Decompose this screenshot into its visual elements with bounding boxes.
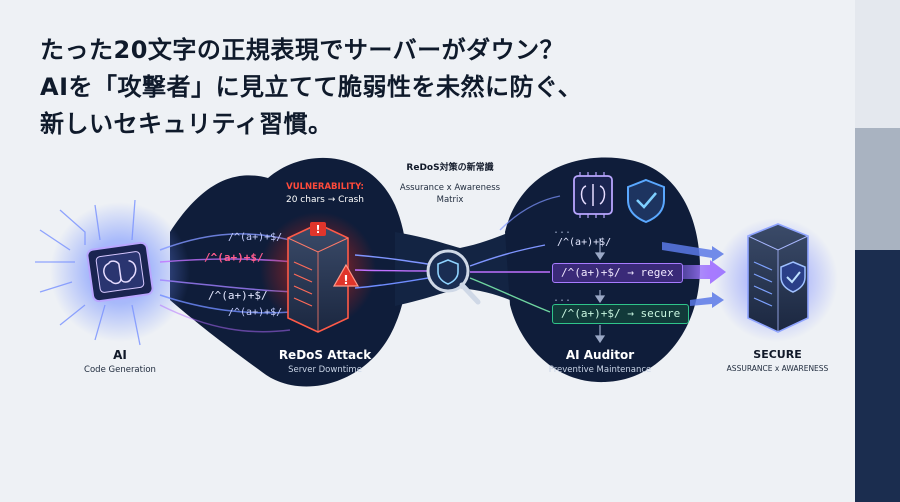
auditor-dots-2: ... [553, 293, 572, 304]
auditor-title: AI Auditor [565, 348, 635, 362]
headline-line-1: たった20文字の正規表現でサーバーがダウン？ [40, 36, 565, 64]
vulnerability-badge-title: VULNERABILITY: [286, 182, 364, 192]
regex-snippet-3: /^(a+)+$/ [208, 289, 268, 302]
vulnerability-badge-text: 20 chars → Crash [285, 195, 365, 205]
side-bar-light [855, 0, 900, 128]
regex-snippet-4: /^(a+)+$/ [228, 307, 283, 318]
ai-subtitle: Code Generation [84, 365, 156, 375]
secure-pill: /^(a+)+$/ → secure [552, 304, 690, 324]
regex-snippet-2: /^(a+)+$/ [204, 251, 264, 264]
attack-subtitle: Server Downtime [288, 365, 362, 375]
secure-server-icon [747, 223, 809, 333]
streams-left [159, 233, 296, 333]
auditor-subtitle: Preventive Maintenance [548, 365, 652, 375]
svg-text:!: ! [343, 273, 348, 287]
auditor-chip-icon [573, 172, 613, 218]
regex-pill: /^(a+)+$/ → regex [552, 263, 683, 283]
side-bar-navy [855, 250, 900, 502]
server-icon: ! [287, 222, 349, 333]
auditor-arrows [594, 238, 606, 344]
magnifier-shield-icon [426, 249, 481, 305]
warning-icon: ! [332, 263, 360, 287]
headline-line-3: 新しいセキュリティ習慣。 [40, 110, 333, 138]
side-bar-gray [855, 128, 900, 250]
streams-right [469, 195, 561, 313]
auditor-regex-top: /^(a+)+$/ [557, 237, 612, 248]
matrix-subtitle-line1: Assurance x Awareness [399, 183, 501, 193]
circuit-traces [35, 199, 141, 346]
secure-title: SECURE [753, 348, 802, 361]
brain-chip-icon [86, 241, 154, 303]
svg-text:!: ! [315, 223, 320, 236]
shield-check-icon [627, 178, 665, 224]
attack-title: ReDoS Attack [278, 348, 372, 362]
matrix-title: ReDoS対策の新常識 [406, 163, 494, 173]
auditor-dots-1: ... [553, 225, 572, 236]
ai-title: AI [113, 348, 127, 362]
headline-line-2: AIを「攻撃者」に見立てて脆弱性を未然に防ぐ、 [40, 73, 583, 101]
headline: たった20文字の正規表現でサーバーがダウン？ AIを「攻撃者」に見立てて脆弱性を… [40, 32, 820, 143]
matrix-subtitle-line2: Matrix [436, 195, 464, 205]
regex-snippet-1: /^(a+)+$/ [228, 232, 283, 243]
secure-subtitle: ASSURANCE x AWARENESS [726, 364, 829, 373]
